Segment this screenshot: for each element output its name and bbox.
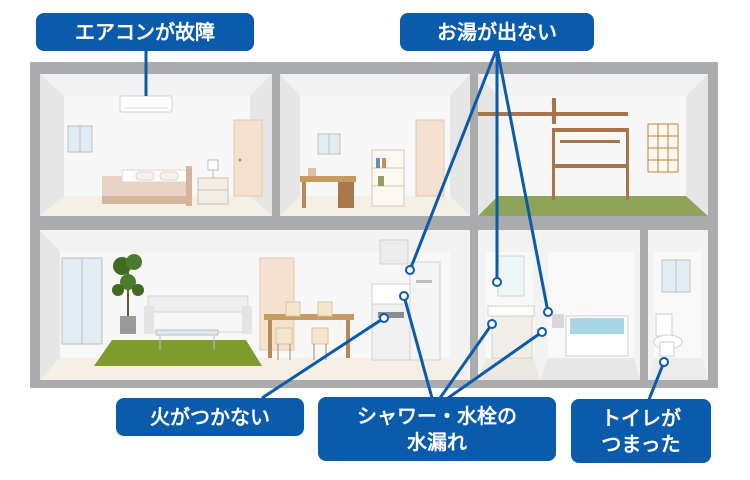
- kitchen: [371, 239, 441, 361]
- toilet: [653, 313, 683, 357]
- living-room: [40, 230, 470, 380]
- study-door: [415, 119, 445, 197]
- nightstand: [197, 159, 229, 205]
- potted-plant: [112, 254, 144, 334]
- bed: [102, 166, 192, 206]
- label-toilet-clogged: トイレが つまった: [571, 399, 711, 463]
- connector-lines: [144, 47, 666, 403]
- tokonoma-shelf: [552, 128, 629, 200]
- label-no-hot-water: お湯が出ない: [400, 13, 594, 51]
- label-no-fire: 火がつかない: [116, 398, 304, 436]
- bedroom: [40, 74, 272, 216]
- label-leak-text-2: 水漏れ: [407, 430, 467, 454]
- toilet-window: [661, 259, 691, 293]
- living-rug: [94, 340, 262, 366]
- label-hot-water-text: お湯が出ない: [437, 20, 557, 44]
- coffee-table: [155, 329, 219, 350]
- bookshelf: [371, 149, 405, 207]
- connector-dots: [379, 265, 669, 367]
- sofa: [144, 295, 252, 334]
- label-toilet-text-1: トイレが: [601, 406, 681, 430]
- japanese-room: [478, 74, 708, 216]
- shoji-window: [647, 123, 679, 173]
- study-room: [280, 74, 470, 216]
- label-shower-faucet-leak: シャワー・水栓の 水漏れ: [318, 397, 556, 461]
- air-conditioner: [119, 95, 173, 113]
- wash-room: [478, 230, 540, 380]
- label-fire-text: 火がつかない: [150, 405, 270, 429]
- label-aircon-text: エアコンが故障: [75, 20, 215, 44]
- bath-room: [540, 230, 640, 380]
- label-aircon-broken: エアコンが故障: [36, 13, 254, 51]
- toilet-room: [648, 230, 708, 380]
- bedroom-door: [233, 119, 263, 197]
- label-leak-text-1: シャワー・水栓の: [357, 404, 517, 428]
- bedroom-window: [67, 125, 93, 153]
- label-toilet-text-2: つまった: [601, 432, 681, 456]
- study-window: [317, 133, 341, 155]
- dining-table: [264, 301, 354, 360]
- living-window: [61, 257, 103, 345]
- desk: [300, 168, 356, 208]
